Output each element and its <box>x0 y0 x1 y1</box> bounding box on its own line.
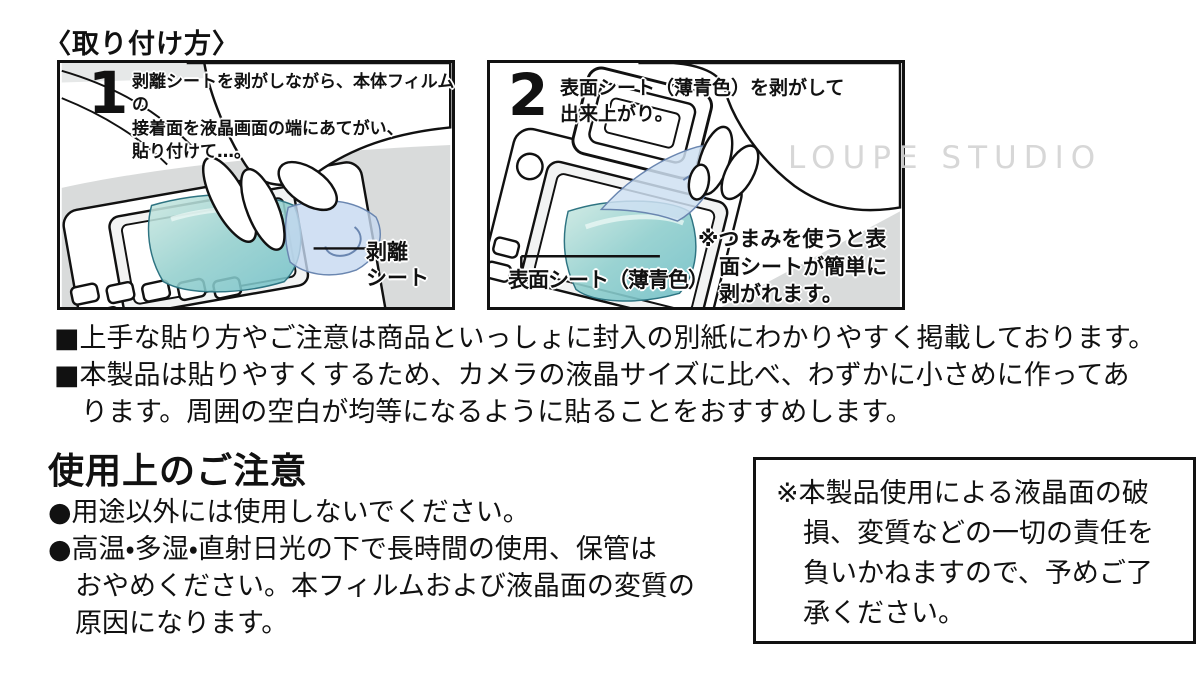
caution-list: ●用途以外には使用しないでください。 ●高温・多湿・直射日光の下で長時間の使用、… <box>48 494 748 642</box>
note-line: ります。周囲の空白が均等になるように貼ることをおすすめします。 <box>81 397 913 428</box>
arm-line <box>61 97 168 166</box>
note-line: ■本製品は貼りやすくするため、カメラの液晶サイズに比べ、わずかに小さめに作ってあ <box>54 360 1130 391</box>
arm-line <box>61 69 194 148</box>
step2-number: 2 <box>508 61 549 129</box>
caution-item: ●用途以外には使用しないでください。 <box>48 494 748 531</box>
page-title: 〈取り付け方〉 <box>44 29 240 60</box>
disclaimer-line: 承ください。 <box>803 598 965 629</box>
background-shading <box>721 211 900 307</box>
finger <box>720 144 760 201</box>
caution-item: ●高温・多湿・直射日光の下で長時間の使用、保管は おやめください。本フィルムおよ… <box>48 531 748 642</box>
step2-surface-sheet-label: 表面シート（薄青色） <box>508 268 709 292</box>
caution-line: おやめください。本フィルムおよび液晶面の変質の <box>75 571 695 602</box>
note-paragraph: ■上手な貼り方やご注意は商品といっしょに封入の別紙にわかりやすく掲載しております… <box>54 320 1194 357</box>
camera-button <box>490 260 513 283</box>
step2-instruction-line: 表面シート（薄青色）を剥がして <box>560 77 845 99</box>
disclaimer-box: ※本製品使用による液晶面の破 損、変質などの一切の責任を 負いかねますので、予め… <box>753 457 1196 644</box>
thumb <box>277 160 338 212</box>
disclaimer-line: 損、変質などの一切の責任を <box>803 518 1154 549</box>
hand <box>638 63 902 212</box>
step1-number: 1 <box>88 59 129 127</box>
disclaimer-line: 負いかねますので、予めご了 <box>803 558 1153 589</box>
step1-instruction-line: 剥離シートを剥がしながら、本体フィルムの <box>132 72 455 116</box>
camera-button <box>492 236 521 259</box>
thumb <box>687 163 711 201</box>
finger <box>239 167 286 251</box>
step1-instruction: 剥離シートを剥がしながら、本体フィルムの 接着面を液晶画面の端にあてがい、 貼り… <box>132 71 462 165</box>
step2-instruction-line: 出来上がり。 <box>560 103 674 126</box>
caution-line: ●用途以外には使用しないでください。 <box>48 497 530 528</box>
camera-dial <box>515 152 544 181</box>
note-line: ■上手な貼り方やご注意は商品といっしょに封入の別紙にわかりやすく掲載しております… <box>54 323 1156 354</box>
caution-line: ●高温・多湿・直射日光の下で長時間の使用、保管は <box>48 534 657 565</box>
disclaimer-line: ※本製品使用による液晶面の破 <box>776 478 1149 509</box>
step2-illustration <box>490 63 902 307</box>
step1-illustration <box>61 63 452 307</box>
attachment-notes: ■上手な貼り方やご注意は商品といっしょに封入の別紙にわかりやすく掲載しております… <box>54 320 1194 431</box>
caution-heading: 使用上のご注意 <box>48 451 308 492</box>
step1-instruction-line: 貼り付けて…。 <box>132 142 251 163</box>
step2-tip-note: ※つまみを使うと表 面シートが簡単に 剥がれます。 <box>698 227 887 307</box>
step2-panel: 2 表面シート（薄青色）を剥がして 出来上がり。 表面シート（薄青色） ※つまみ… <box>487 60 905 310</box>
step1-instruction-line: 接着面を液晶画面の端にあてがい、 <box>132 118 404 139</box>
caution-line: 原因になります。 <box>75 608 289 639</box>
step1-release-sheet-label: 剥離 シート <box>366 240 429 291</box>
note-paragraph: ■本製品は貼りやすくするため、カメラの液晶サイズに比べ、わずかに小さめに作ってあ… <box>54 357 1194 431</box>
step1-panel: 1 剥離シートを剥がしながら、本体フィルムの 接着面を液晶画面の端にあてがい、 … <box>57 60 455 310</box>
label-pointer-line <box>520 255 660 272</box>
step2-instruction: 表面シート（薄青色）を剥がして 出来上がり。 <box>560 75 860 127</box>
release-sheet-shape <box>284 200 381 276</box>
